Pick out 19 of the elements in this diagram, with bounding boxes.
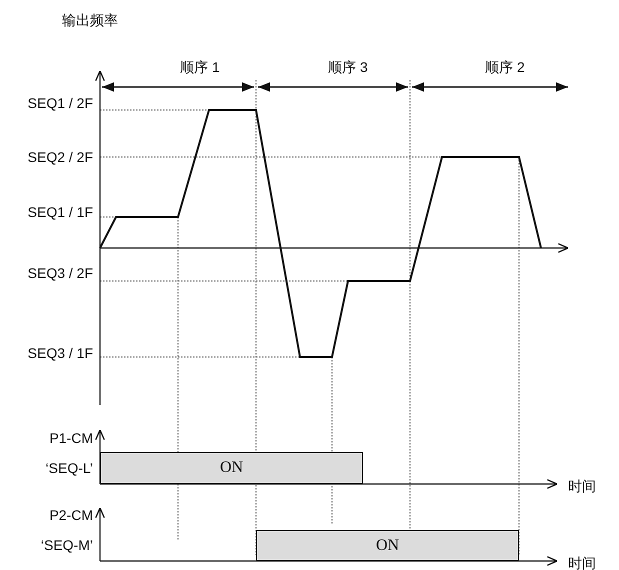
axis-label: 时间 xyxy=(568,555,596,570)
frequency-level-label: SEQ3 / 2F xyxy=(28,265,93,281)
axis-label: 时间 xyxy=(568,478,596,494)
signal-label: P1-CM xyxy=(49,430,93,446)
frequency-level-label: SEQ3 / 1F xyxy=(28,345,93,361)
state-label: ON xyxy=(376,536,400,554)
sequence-label: 顺序 1 xyxy=(180,59,220,75)
axis-title: 输出频率 xyxy=(62,12,118,28)
signal-label: P2-CM xyxy=(49,507,93,523)
state-label: ON xyxy=(220,459,244,477)
sequence-label: 顺序 3 xyxy=(328,59,368,75)
on-pulse-bar xyxy=(256,530,519,561)
frequency-level-label: SEQ1 / 2F xyxy=(28,95,93,111)
sequence-label: 顺序 2 xyxy=(485,59,525,75)
signal-label: ‘SEQ-L’ xyxy=(46,460,93,476)
frequency-level-label: SEQ1 / 1F xyxy=(28,204,93,220)
on-pulse-bar xyxy=(100,452,363,484)
signal-label: ‘SEQ-M’ xyxy=(40,537,93,553)
frequency-level-label: SEQ2 / 2F xyxy=(28,149,93,165)
